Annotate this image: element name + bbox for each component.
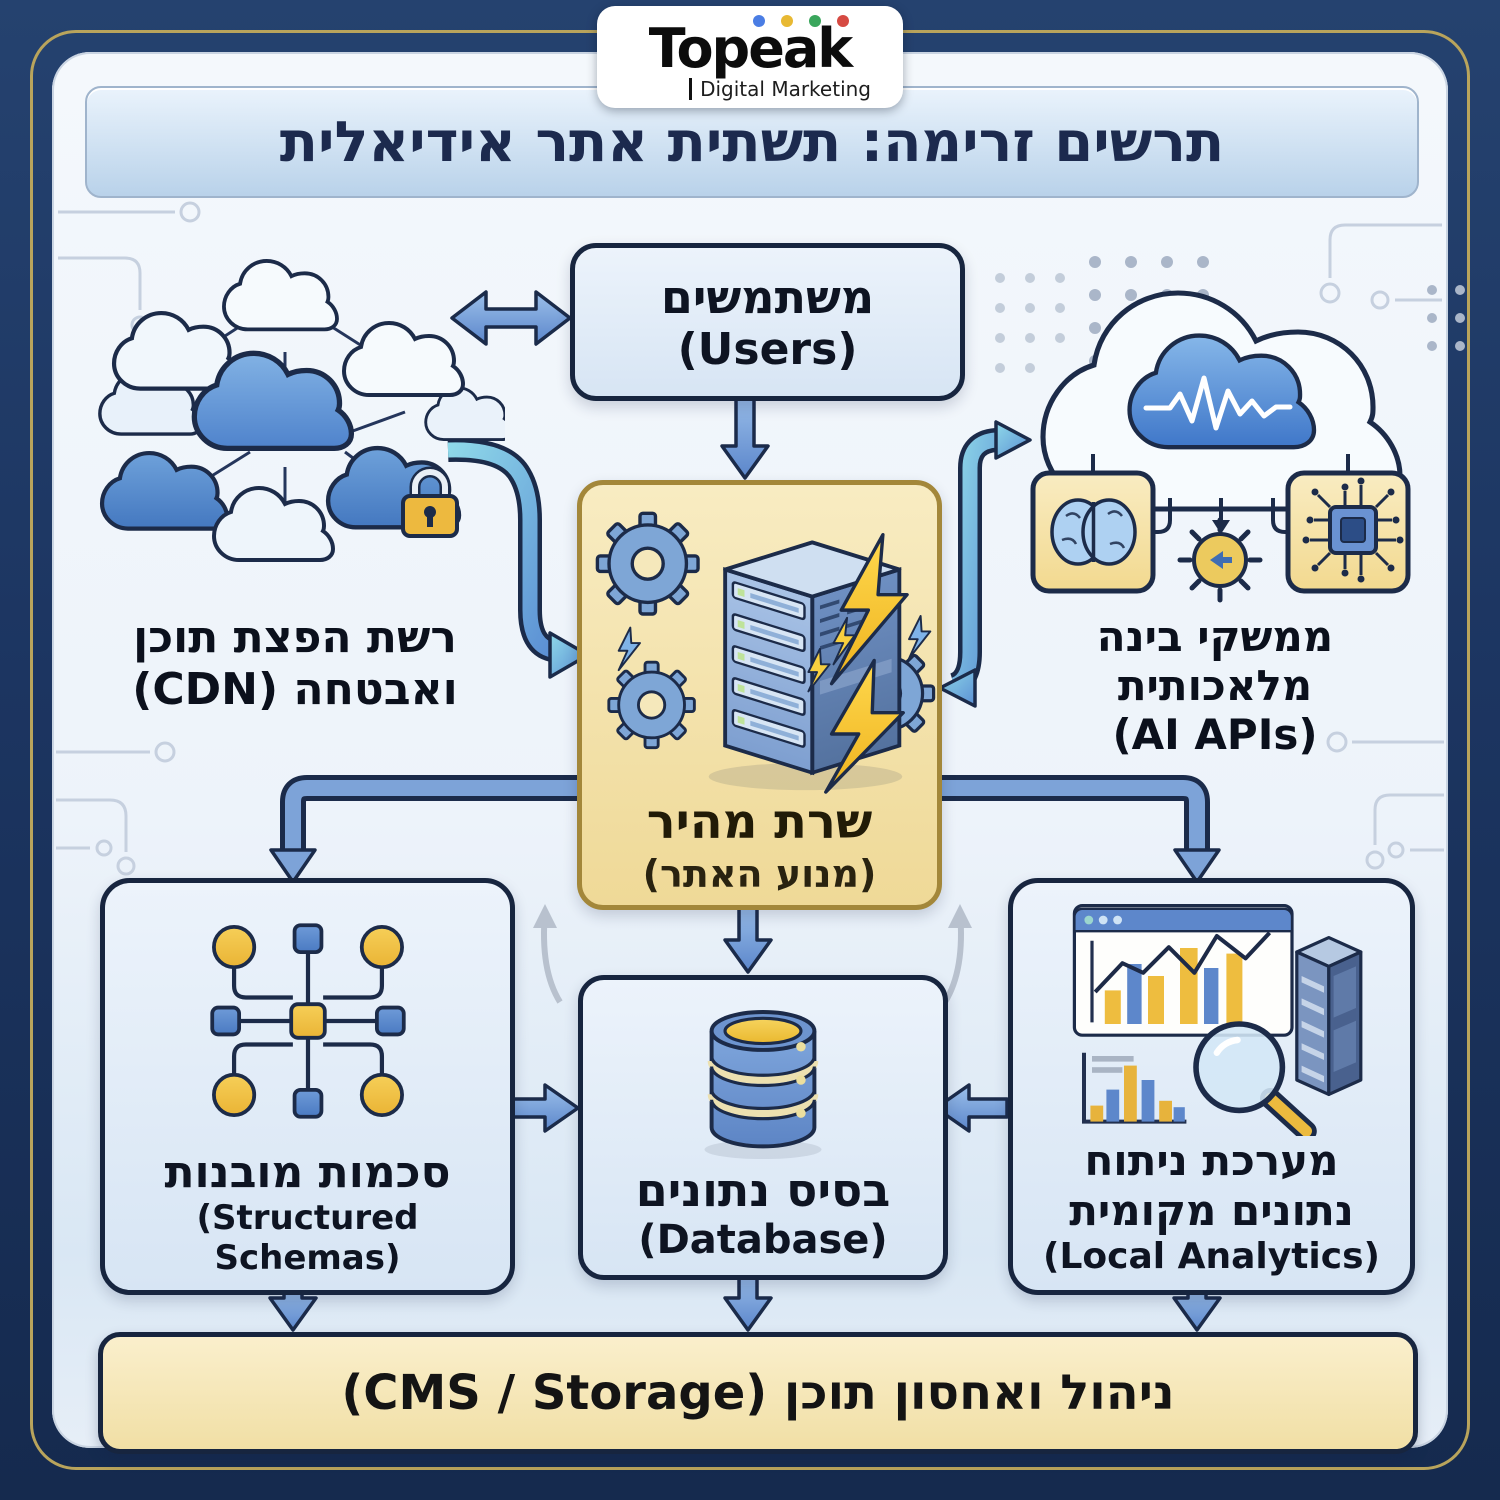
node-users: משתמשים (Users) [570, 243, 965, 401]
database-label-he: בסיס נתונים [635, 1162, 891, 1217]
analytics-label-line2: נתונים מקומית [1069, 1186, 1354, 1235]
node-schemas: סכמות מובנות (Structured Schemas) [100, 878, 515, 1295]
cdn-clouds-icon [95, 252, 513, 612]
page-title: תרשים זרימה: תשתית אתר אידיאלית [279, 109, 1225, 175]
ai-label: ממשקי בינה מלאכותית (AI APIs) [1005, 612, 1425, 759]
database-label-en: (Database) [638, 1216, 888, 1263]
users-label-he: משתמשים [660, 269, 875, 324]
ai-cloud-icon [1018, 258, 1423, 608]
database-icon [704, 1009, 822, 1159]
analytics-label-line1: מערכת ניתוח [1084, 1135, 1339, 1185]
brand-logo: Topeak Digital Marketing [597, 6, 903, 108]
ai-label-line2: (AI APIs) [1112, 710, 1318, 759]
schemas-label-he: סכמות מובנות [164, 1147, 451, 1198]
server-label-he: שרת מהיר [646, 794, 873, 850]
title-banner: תרשים זרימה: תשתית אתר אידיאלית [85, 86, 1419, 198]
chip-icon [1285, 470, 1411, 594]
gear-node-icon [1177, 517, 1263, 603]
schema-network-icon [209, 923, 406, 1119]
server-label-sub: (מנוע האתר) [642, 852, 877, 896]
logo-brand-text: Topeak [648, 17, 853, 80]
magnifier-icon [1192, 1020, 1317, 1136]
bar-chart-icon [1081, 1052, 1186, 1124]
node-analytics: מערכת ניתוח נתונים מקומית (Local Analyti… [1008, 878, 1415, 1295]
ai-label-line1: ממשקי בינה מלאכותית [1096, 612, 1334, 710]
node-server: שרת מהיר (מנוע האתר) [577, 480, 942, 910]
cms-label: ניהול ואחסון תוכן (CMS / Storage) [341, 1365, 1175, 1421]
cdn-label-line2: ואבטחה (CDN) [132, 663, 458, 715]
cdn-label: רשת הפצת תוכן ואבטחה (CDN) [88, 612, 502, 716]
analytics-label-line3: (Local Analytics) [1043, 1236, 1380, 1278]
browser-chart-icon [1072, 903, 1294, 1037]
logo-dots-icon [753, 15, 849, 27]
node-cms-storage: ניהול ואחסון תוכן (CMS / Storage) [98, 1332, 1418, 1454]
lightning-bolt-icon [617, 532, 932, 794]
schemas-label-en: (Structured Schemas) [196, 1198, 419, 1278]
analytics-icon [1072, 903, 1362, 1136]
cdn-label-line1: רשת הפצת תוכן [133, 612, 457, 663]
brain-icon [1030, 470, 1156, 594]
server-icon [595, 511, 936, 794]
users-label-en: (Users) [677, 323, 858, 375]
waveform-icon [1143, 375, 1293, 431]
node-database: בסיס נתונים (Database) [578, 975, 948, 1280]
logo-tagline: Digital Marketing [689, 78, 871, 100]
mini-server-icon [1294, 935, 1362, 1096]
